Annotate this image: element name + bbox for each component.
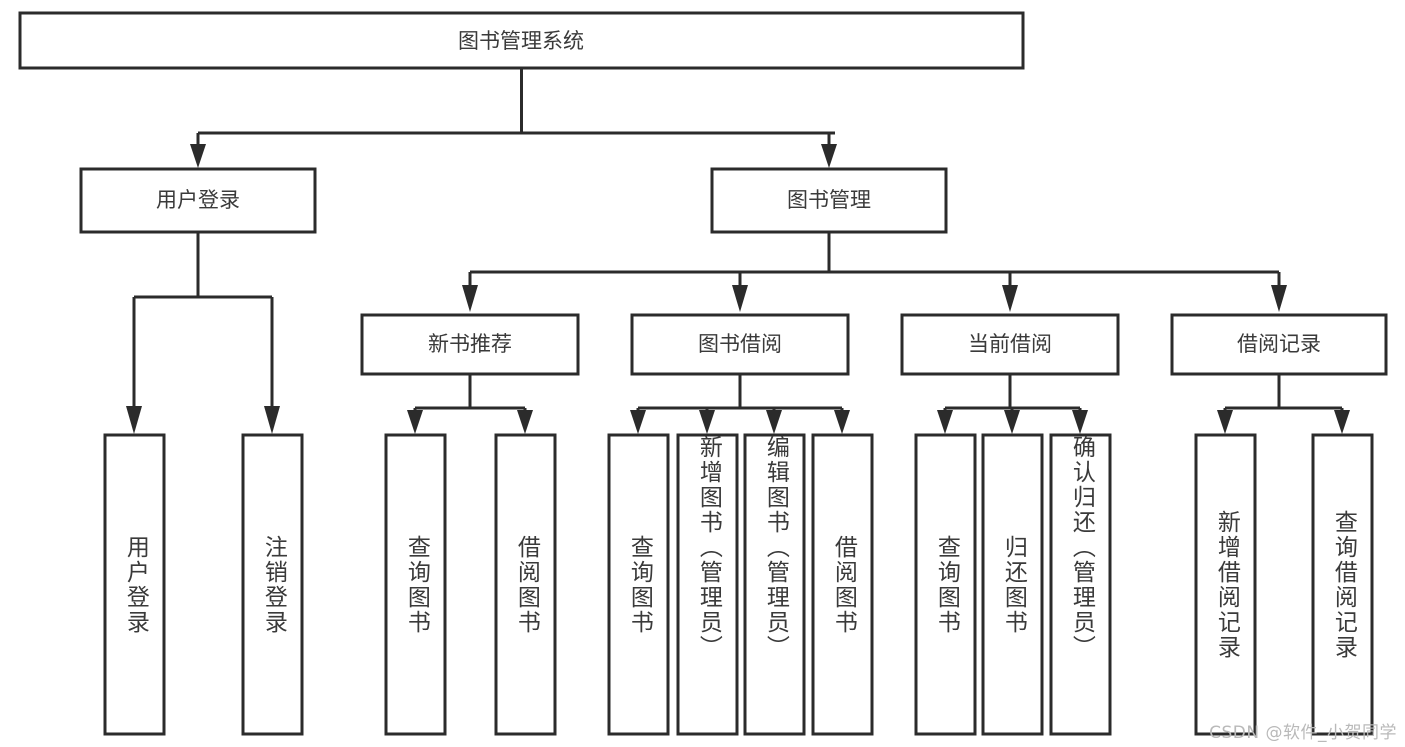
leaf-box-current-borrow-1[interactable] xyxy=(914,433,977,736)
arrow-head-to-new-book xyxy=(462,285,478,312)
connector-group-user-login xyxy=(126,232,280,434)
connector-group-book-manage xyxy=(462,232,1287,312)
leaf-box-borrow-record-1[interactable] xyxy=(1194,433,1257,736)
arrow-head-bb-leaf-2 xyxy=(699,410,715,434)
node-box-current-borrow[interactable] xyxy=(900,313,1120,376)
arrow-head-cb-leaf-2 xyxy=(1004,410,1020,434)
connector-group-new-book xyxy=(407,374,533,434)
node-label-borrow-record: 借阅记录 xyxy=(1237,332,1321,356)
arrow-head-to-book-borrow xyxy=(732,285,748,312)
leaf-box-book-borrow-2[interactable] xyxy=(676,433,739,736)
node-label-user-login: 用户登录 xyxy=(156,188,240,212)
node-label-current-borrow: 当前借阅 xyxy=(968,332,1052,356)
leaf-box-new-book-1[interactable] xyxy=(384,433,447,736)
leaf-box-user-login-1[interactable] xyxy=(103,433,166,736)
arrow-head-br-leaf-1 xyxy=(1217,410,1233,434)
watermark-csdn: CSDN @软件_小贺同学 xyxy=(1209,723,1397,743)
arrow-head-to-user-login xyxy=(190,144,206,168)
arrow-head-br-leaf-2 xyxy=(1334,410,1350,434)
node-box-root[interactable] xyxy=(18,11,1025,70)
arrow-head-cb-leaf-3 xyxy=(1072,410,1088,434)
arrow-head-cb-leaf-1 xyxy=(937,410,953,434)
leaf-box-book-borrow-3[interactable] xyxy=(743,433,806,736)
node-label-book-manage: 图书管理 xyxy=(787,188,871,212)
connector-group-root xyxy=(190,68,837,168)
node-box-borrow-record[interactable] xyxy=(1170,313,1388,376)
arrow-head-bb-leaf-1 xyxy=(630,410,646,434)
arrow-head-to-book-manage xyxy=(821,144,837,168)
leaf-box-user-login-2[interactable] xyxy=(241,433,304,736)
leaf-box-new-book-2[interactable] xyxy=(494,433,557,736)
connector-group-borrow-record xyxy=(1217,374,1350,434)
leaf-box-borrow-record-2[interactable] xyxy=(1311,433,1374,736)
leaf-box-current-borrow-3[interactable] xyxy=(1049,433,1112,736)
arrow-head-ul-leaf-1 xyxy=(126,406,142,434)
arrow-head-nb-leaf-1 xyxy=(407,410,423,434)
node-label-book-borrow: 图书借阅 xyxy=(698,332,782,356)
arrow-head-nb-leaf-2 xyxy=(517,410,533,434)
node-box-book-borrow[interactable] xyxy=(630,313,850,376)
arrow-head-to-borrow-record xyxy=(1271,285,1287,312)
arrow-head-bb-leaf-4 xyxy=(834,410,850,434)
node-box-new-book-recommend[interactable] xyxy=(360,313,580,376)
node-label-root: 图书管理系统 xyxy=(458,29,584,53)
arrow-head-to-current-borrow xyxy=(1002,285,1018,312)
leaf-box-current-borrow-2[interactable] xyxy=(981,433,1044,736)
leaf-box-book-borrow-1[interactable] xyxy=(607,433,670,736)
leaf-box-book-borrow-4[interactable] xyxy=(811,433,874,736)
arrow-head-ul-leaf-2 xyxy=(264,406,280,434)
node-box-user-login[interactable] xyxy=(79,167,317,234)
connector-group-book-borrow xyxy=(630,374,850,434)
node-label-new-book-recommend: 新书推荐 xyxy=(428,332,512,356)
node-box-book-manage[interactable] xyxy=(710,167,948,234)
connector-group-current-borrow xyxy=(937,374,1088,434)
arrow-head-bb-leaf-3 xyxy=(766,410,782,434)
